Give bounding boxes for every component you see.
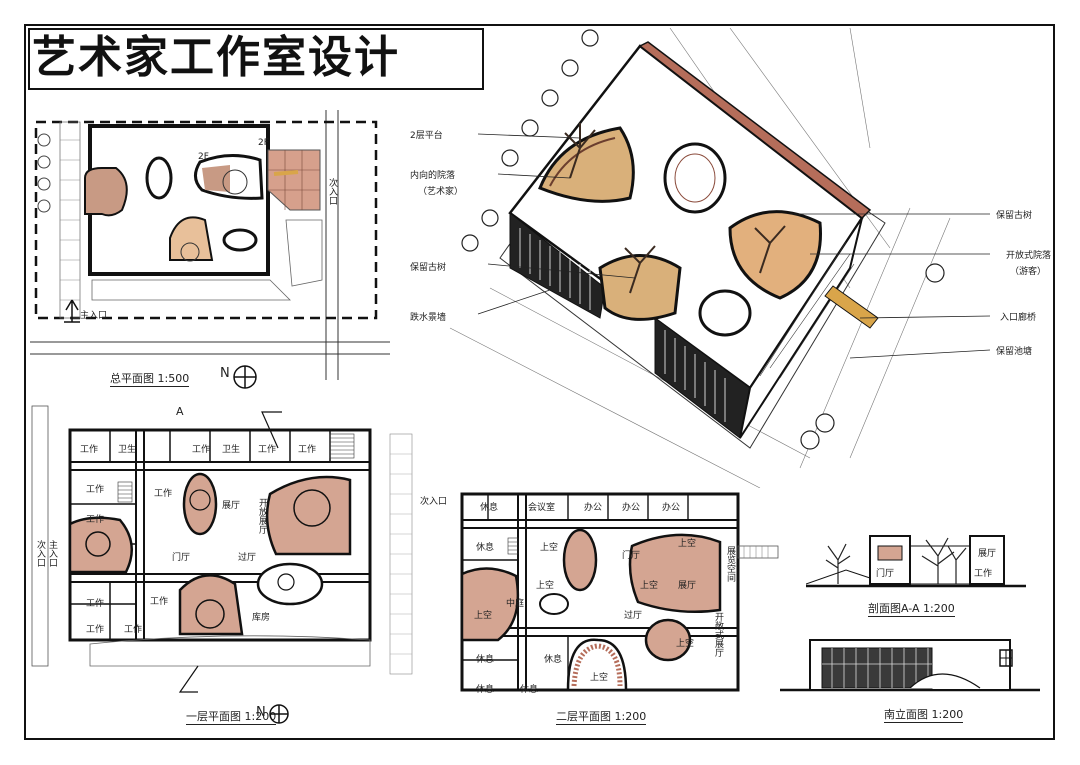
f1-room-work-6: 工作 xyxy=(154,489,173,499)
f1-room-work-11: 工作 xyxy=(150,597,169,607)
f2-room-void-3: 上空 xyxy=(536,581,555,591)
f1-room-hall: 过厅 xyxy=(238,553,257,563)
f1-room-open-exhibit: 开放展厅 xyxy=(257,498,267,534)
axo-label-pond: 保留池塘 xyxy=(996,347,1033,357)
f2-room-office-3: 办公 xyxy=(662,503,681,513)
f1-room-wc-2: 卫生 xyxy=(222,445,241,455)
f1-north: N xyxy=(256,705,266,720)
section-drawing xyxy=(806,535,1026,588)
f2-room-office-1: 办公 xyxy=(584,503,603,513)
f1-room-work-3: 工作 xyxy=(258,445,277,455)
f1-section-mark-top: A xyxy=(176,405,184,418)
axo-label-old-tree-right: 保留古树 xyxy=(996,211,1033,221)
f2-room-office-2: 办公 xyxy=(622,503,641,513)
site-label-main-entrance: 主入口 xyxy=(80,311,108,321)
f2-room-rest-3: 休息 xyxy=(476,655,495,665)
elevation-caption: 南立面图 1:200 xyxy=(884,708,964,723)
axo-label-entry-bridge: 入口廊桥 xyxy=(1000,313,1037,323)
f2-room-exhibit-space: 展览空间 xyxy=(725,546,735,582)
f1-room-lobby: 门厅 xyxy=(172,553,191,563)
f2-room-hall: 过厅 xyxy=(624,611,643,621)
f2-room-rest-6: 休息 xyxy=(544,655,563,665)
f1-room-exhibit: 展厅 xyxy=(222,501,241,511)
f2-room-rest-5: 休息 xyxy=(520,685,539,695)
section-label-lobby: 门厅 xyxy=(876,569,895,579)
section-label-exhibit: 展厅 xyxy=(978,549,997,559)
title-frame xyxy=(28,28,484,90)
axo-label-platform: 2层平台 xyxy=(410,131,443,141)
f2-room-meeting: 会议室 xyxy=(528,503,556,513)
f1-room-work-9: 工作 xyxy=(86,625,105,635)
axo-label-visitors: （游客） xyxy=(1010,267,1047,277)
f1-room-storage: 库房 xyxy=(252,613,271,623)
north-arrow-icon xyxy=(233,365,257,389)
f2-room-void-2: 上空 xyxy=(474,611,493,621)
axo-label-open-courtyard: 开放式院落 xyxy=(1006,251,1052,261)
f2-caption: 二层平面图 1:200 xyxy=(556,710,647,725)
f2-room-rest-1: 休息 xyxy=(480,503,499,513)
f2-room-rest-4: 休息 xyxy=(476,685,495,695)
f1-room-wc-1: 卫生 xyxy=(118,445,137,455)
elevation-drawing xyxy=(780,639,1040,692)
axo-label-old-tree-left: 保留古树 xyxy=(410,263,447,273)
f1-room-work-4: 工作 xyxy=(298,445,317,455)
site-plan-caption: 总平面图 1:500 xyxy=(110,372,190,387)
f2-room-void-1: 上空 xyxy=(540,543,559,553)
north-arrow-icon-f1 xyxy=(269,704,289,724)
axo-label-artist: （艺术家） xyxy=(418,187,464,197)
f1-room-work-10: 工作 xyxy=(124,625,143,635)
site-label-2f-b: 2F xyxy=(198,152,209,162)
f2-room-void-6: 上空 xyxy=(676,639,695,649)
f2-room-atrium: 中庭 xyxy=(506,599,525,609)
f2-room-void-5: 上空 xyxy=(640,581,659,591)
f1-room-work-8: 工作 xyxy=(86,599,105,609)
site-plan-north: N xyxy=(220,366,230,381)
site-plan xyxy=(30,110,390,380)
f2-room-exhibit: 展厅 xyxy=(678,581,697,591)
f2-room-void-4: 上空 xyxy=(678,539,697,549)
f1-room-secondary-entrance: 次入口 xyxy=(420,497,448,507)
axonometric-view xyxy=(449,28,991,488)
f2-room-rest-2: 休息 xyxy=(476,543,495,553)
section-label-work: 工作 xyxy=(974,569,993,579)
site-label-secondary-entrance-b: 次入口 xyxy=(35,540,45,567)
axo-label-inner-courtyard: 内向的院落 xyxy=(410,171,456,181)
site-label-secondary-entrance-a: 次入口 xyxy=(327,178,337,205)
site-label-2f-a: 2F xyxy=(258,138,269,148)
section-caption: 剖面图A-A 1:200 xyxy=(868,602,955,617)
f2-room-void-7: 上空 xyxy=(590,673,609,683)
second-floor-plan xyxy=(460,492,779,692)
f1-room-main-entrance: 主入口 xyxy=(47,540,57,567)
f1-room-work-1: 工作 xyxy=(80,445,99,455)
f2-room-open-exhibit: 开敞式展厅 xyxy=(713,612,723,657)
f1-caption: 一层平面图 1:200 xyxy=(186,710,277,725)
f1-room-work-2: 工作 xyxy=(192,445,211,455)
f1-room-work-5: 工作 xyxy=(86,485,105,495)
f2-room-lobby: 门厅 xyxy=(622,551,641,561)
first-floor-plan xyxy=(31,405,413,693)
axo-label-water-wall: 跌水景墙 xyxy=(410,313,447,323)
f1-room-work-7: 工作 xyxy=(86,515,105,525)
sheet-title: 艺术家工作室设计 xyxy=(32,32,400,83)
